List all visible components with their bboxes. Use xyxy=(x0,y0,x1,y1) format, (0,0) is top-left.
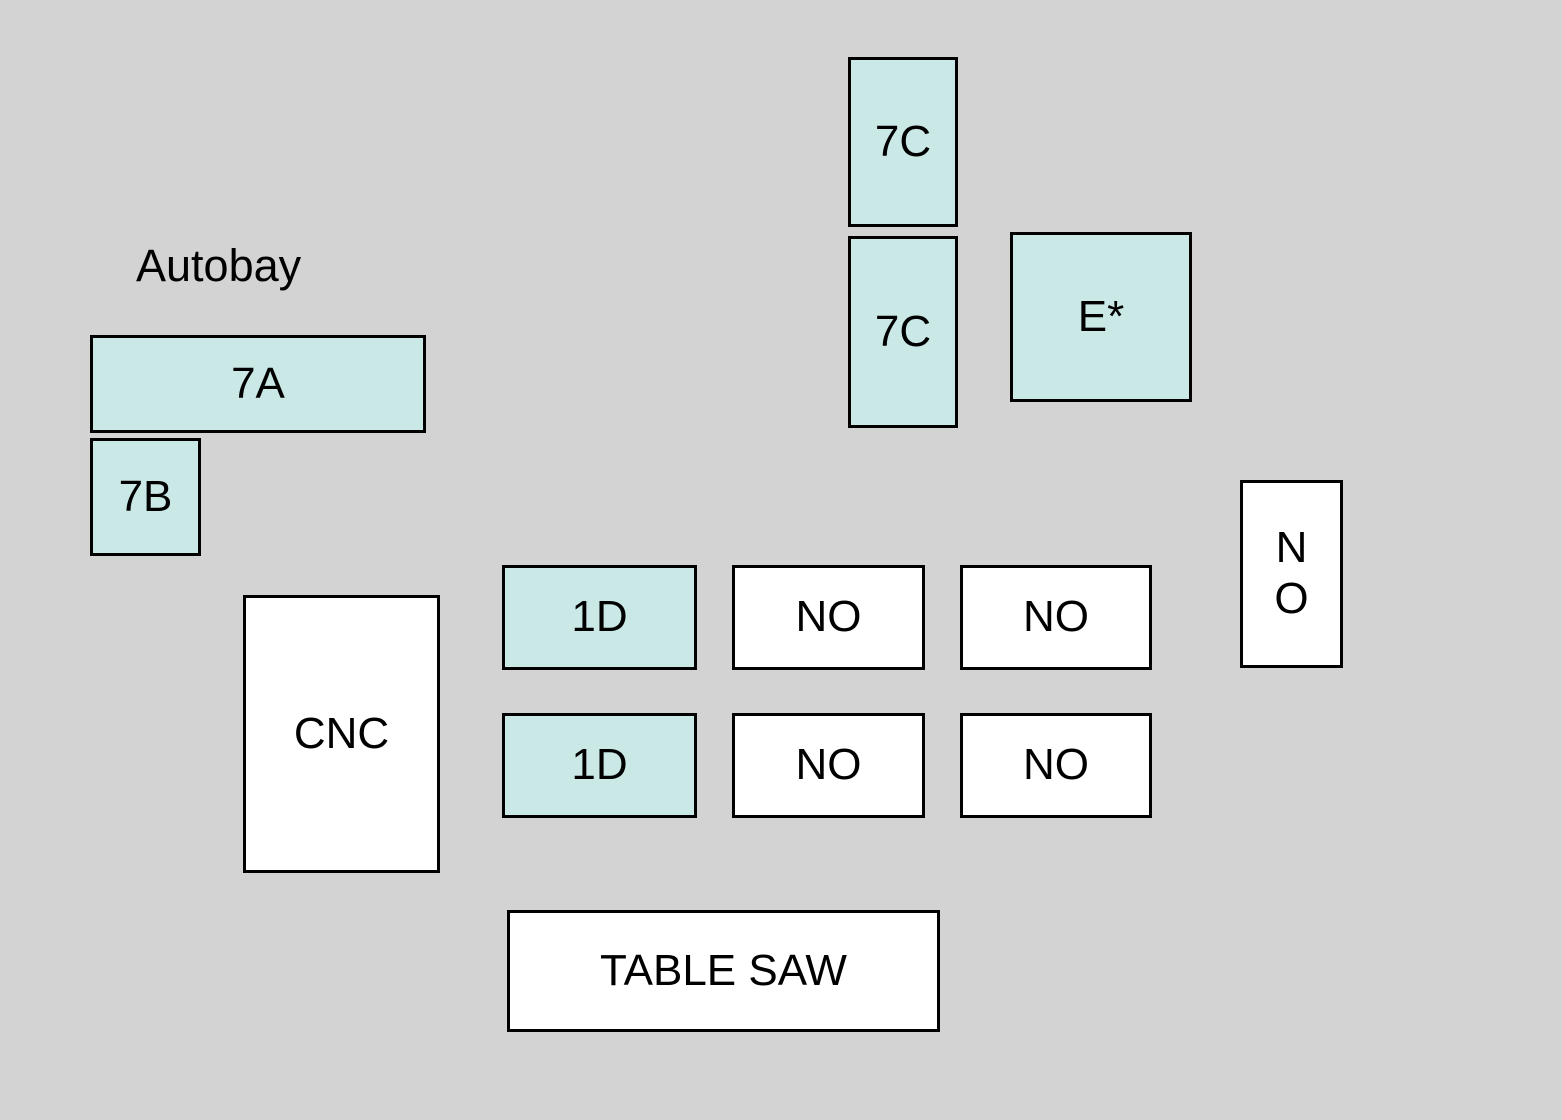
box-e-star: E* xyxy=(1010,232,1192,402)
box-e-star-label: E* xyxy=(1077,291,1125,341)
box-7c-upper-label: 7C xyxy=(874,116,932,166)
box-7c-upper: 7C xyxy=(848,57,958,227)
box-cnc: CNC xyxy=(243,595,440,873)
box-1d-row2: 1D xyxy=(502,713,697,818)
box-1d-row1: 1D xyxy=(502,565,697,670)
box-1d-row2-label: 1D xyxy=(571,740,628,790)
box-table-saw: TABLE SAW xyxy=(507,910,940,1032)
box-no-row1-col1-label: NO xyxy=(795,592,862,642)
box-cnc-label: CNC xyxy=(293,708,390,758)
box-no-row2-col2-label: NO xyxy=(1023,740,1089,790)
box-7a: 7A xyxy=(90,335,426,433)
box-no-row1-col2: NO xyxy=(960,565,1152,670)
box-no-right-label: N O xyxy=(1274,523,1309,623)
box-no-row2-col1: NO xyxy=(732,713,925,818)
box-7c-lower-label: 7C xyxy=(874,306,932,356)
box-7a-label: 7A xyxy=(231,358,285,408)
box-7b-label: 7B xyxy=(118,471,173,521)
autobay-title: Autobay xyxy=(136,240,302,291)
box-1d-row1-label: 1D xyxy=(571,592,628,642)
box-no-row2-col2: NO xyxy=(960,713,1152,818)
box-no-row1-col1: NO xyxy=(732,565,925,670)
box-table-saw-label: TABLE SAW xyxy=(600,945,847,995)
box-no-right: N O xyxy=(1240,480,1343,668)
box-no-row1-col2-label: NO xyxy=(1023,592,1089,642)
box-7b: 7B xyxy=(90,438,201,556)
box-7c-lower: 7C xyxy=(848,236,958,428)
box-no-row2-col1-label: NO xyxy=(795,740,862,790)
